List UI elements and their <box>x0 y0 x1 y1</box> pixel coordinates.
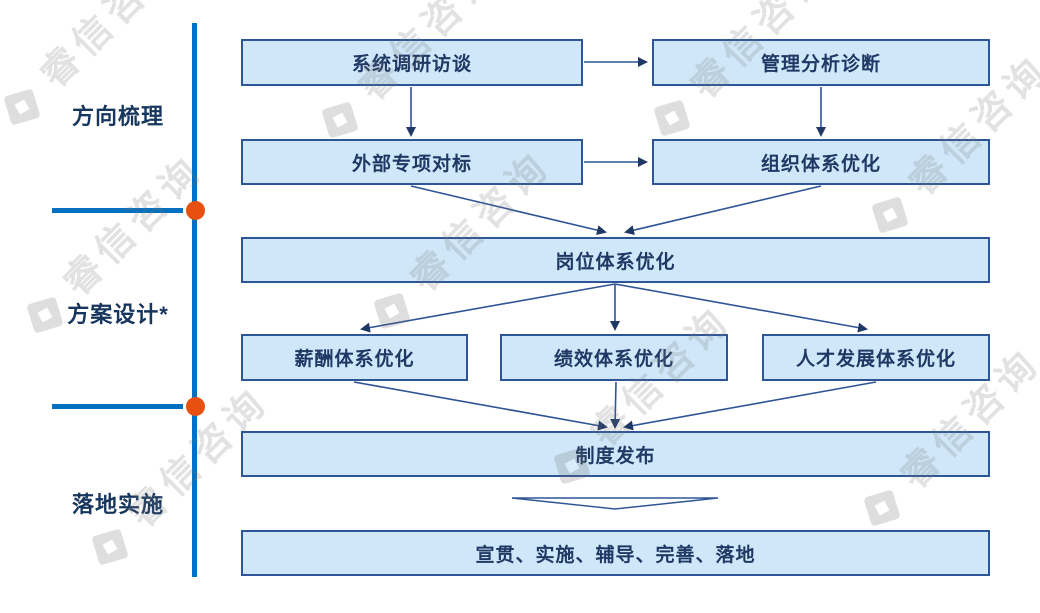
arrow-org-to-position <box>624 185 822 236</box>
node-survey: 系统调研访谈 <box>241 39 583 86</box>
watermark-logo-icon <box>4 89 40 125</box>
arrow-benchmark-to-position <box>410 185 607 236</box>
node-performance-system: 绩效体系优化 <box>500 334 728 381</box>
phase-divider-tick <box>52 208 183 213</box>
watermark-logo-icon <box>92 529 128 565</box>
node-talent-system: 人才发展体系优化 <box>762 334 990 381</box>
phase-label-implementation: 落地实施 <box>71 492 164 517</box>
node-position-system: 岗位体系优化 <box>241 237 990 283</box>
arrow-salary-to-release <box>353 381 608 431</box>
phase-label-direction: 方向梳理 <box>71 104 164 129</box>
phase-divider-tick <box>52 404 183 409</box>
phase-label-design: 方案设计* <box>67 302 169 327</box>
chevron-down-icon <box>511 497 719 510</box>
node-benchmark: 外部专项对标 <box>241 139 583 185</box>
node-policy-release: 制度发布 <box>241 431 990 477</box>
node-implementation: 宣贯、实施、辅导、完善、落地 <box>241 530 990 576</box>
milestone-dot-icon <box>186 397 205 416</box>
arrow-position-to-talent <box>614 283 868 333</box>
node-diagnosis: 管理分析诊断 <box>652 39 990 86</box>
arrow-position-to-salary <box>360 283 616 333</box>
watermark-logo-icon <box>374 293 410 329</box>
node-salary-system: 薪酬体系优化 <box>241 334 468 381</box>
arrow-performance-to-release <box>610 381 621 429</box>
phase-rail-line <box>192 23 197 577</box>
node-org-system: 组织体系优化 <box>652 139 990 185</box>
milestone-dot-icon <box>186 201 205 220</box>
arrow-talent-to-release <box>623 381 877 431</box>
